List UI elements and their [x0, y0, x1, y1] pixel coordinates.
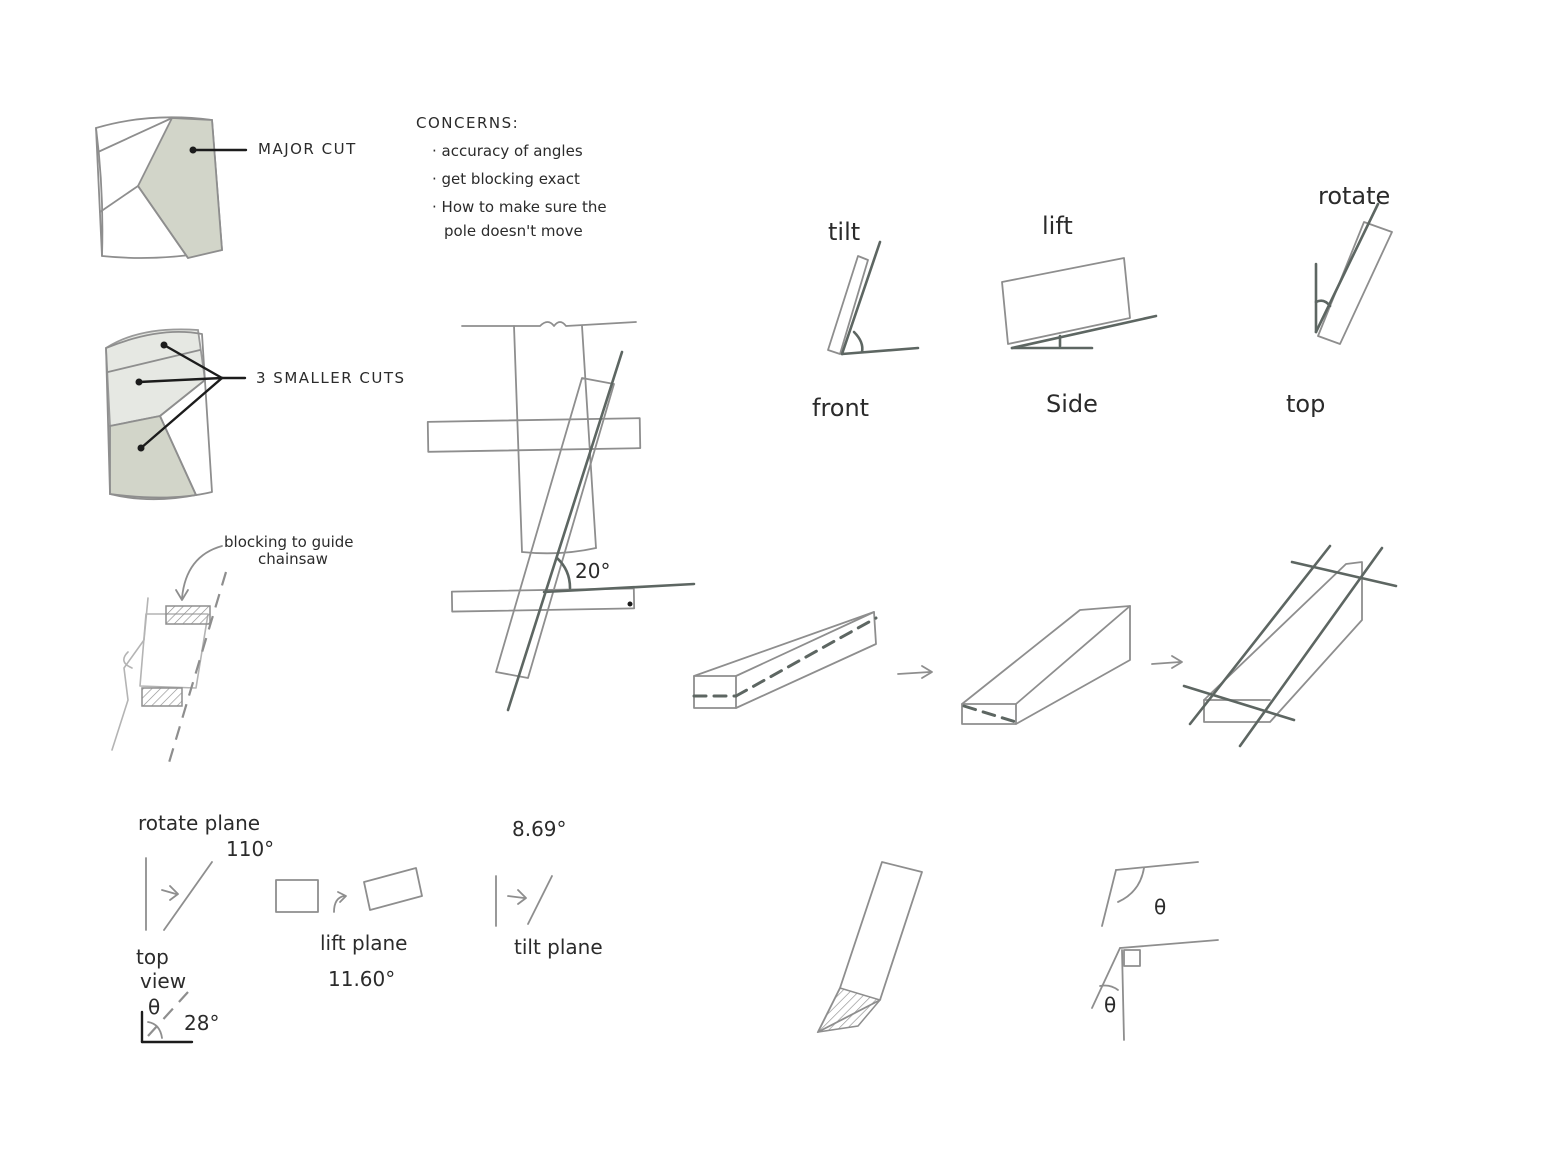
lift-side-view: lift Side [1001, 212, 1158, 418]
tilt-front-view: tilt front [812, 218, 920, 422]
major-cut-label: MAJOR CUT [258, 140, 357, 158]
blocking-note-line2: chainsaw [258, 550, 328, 568]
angle-11-60-label: 11.60° [328, 967, 395, 991]
front-label: front [812, 394, 869, 422]
concern-item-4: pole doesn't move [444, 222, 583, 240]
tilt-plane-label: tilt plane [514, 935, 603, 959]
blocking-note-line1: blocking to guide [224, 533, 354, 551]
concern-item-1: · accuracy of angles [432, 142, 583, 160]
theta-label: θ [148, 995, 160, 1019]
angle-20-label: 20° [575, 559, 610, 583]
top-view-label-2: view [140, 969, 186, 993]
theta-upper-label: θ [1154, 895, 1166, 919]
angle-28-label: 28° [184, 1011, 219, 1035]
concerns-notes: CONCERNS: · accuracy of angles · get blo… [416, 114, 607, 240]
theta-lower-label: θ [1104, 993, 1116, 1017]
beam-sequence [692, 544, 1398, 748]
log-smaller-cuts: 3 SMALLER CUTS [105, 328, 406, 501]
rotate-label: rotate [1318, 182, 1390, 210]
blocking-guide-sketch: blocking to guide chainsaw [111, 533, 354, 767]
pole-blocking-sketch: 20° [426, 321, 696, 712]
smaller-cuts-label: 3 SMALLER CUTS [256, 369, 406, 387]
tilt-label: tilt [828, 218, 860, 246]
tilt-plane-diagram: 8.69° tilt plane [495, 817, 603, 959]
lift-plane-label: lift plane [320, 931, 408, 955]
concerns-title: CONCERNS: [416, 114, 519, 132]
side-label: Side [1046, 390, 1098, 418]
angled-post-cut [816, 861, 923, 1033]
theta-angle-details: θ θ [1091, 861, 1219, 1041]
lift-label: lift [1042, 212, 1073, 240]
rotate-plane-label: rotate plane [138, 811, 260, 835]
top-label: top [1286, 390, 1325, 418]
angle-8-69-label: 8.69° [512, 817, 567, 841]
rotate-top-view: rotate top [1286, 182, 1393, 418]
lift-plane-diagram: lift plane 11.60° [275, 867, 423, 991]
concern-item-2: · get blocking exact [432, 170, 580, 188]
angle-110-label: 110° [226, 837, 274, 861]
log-major-cut: MAJOR CUT [95, 116, 357, 260]
concern-item-3: · How to make sure the [432, 198, 607, 216]
rotate-plane-diagram: rotate plane 110° top view θ 28° [136, 811, 274, 1044]
top-view-label-1: top [136, 945, 169, 969]
